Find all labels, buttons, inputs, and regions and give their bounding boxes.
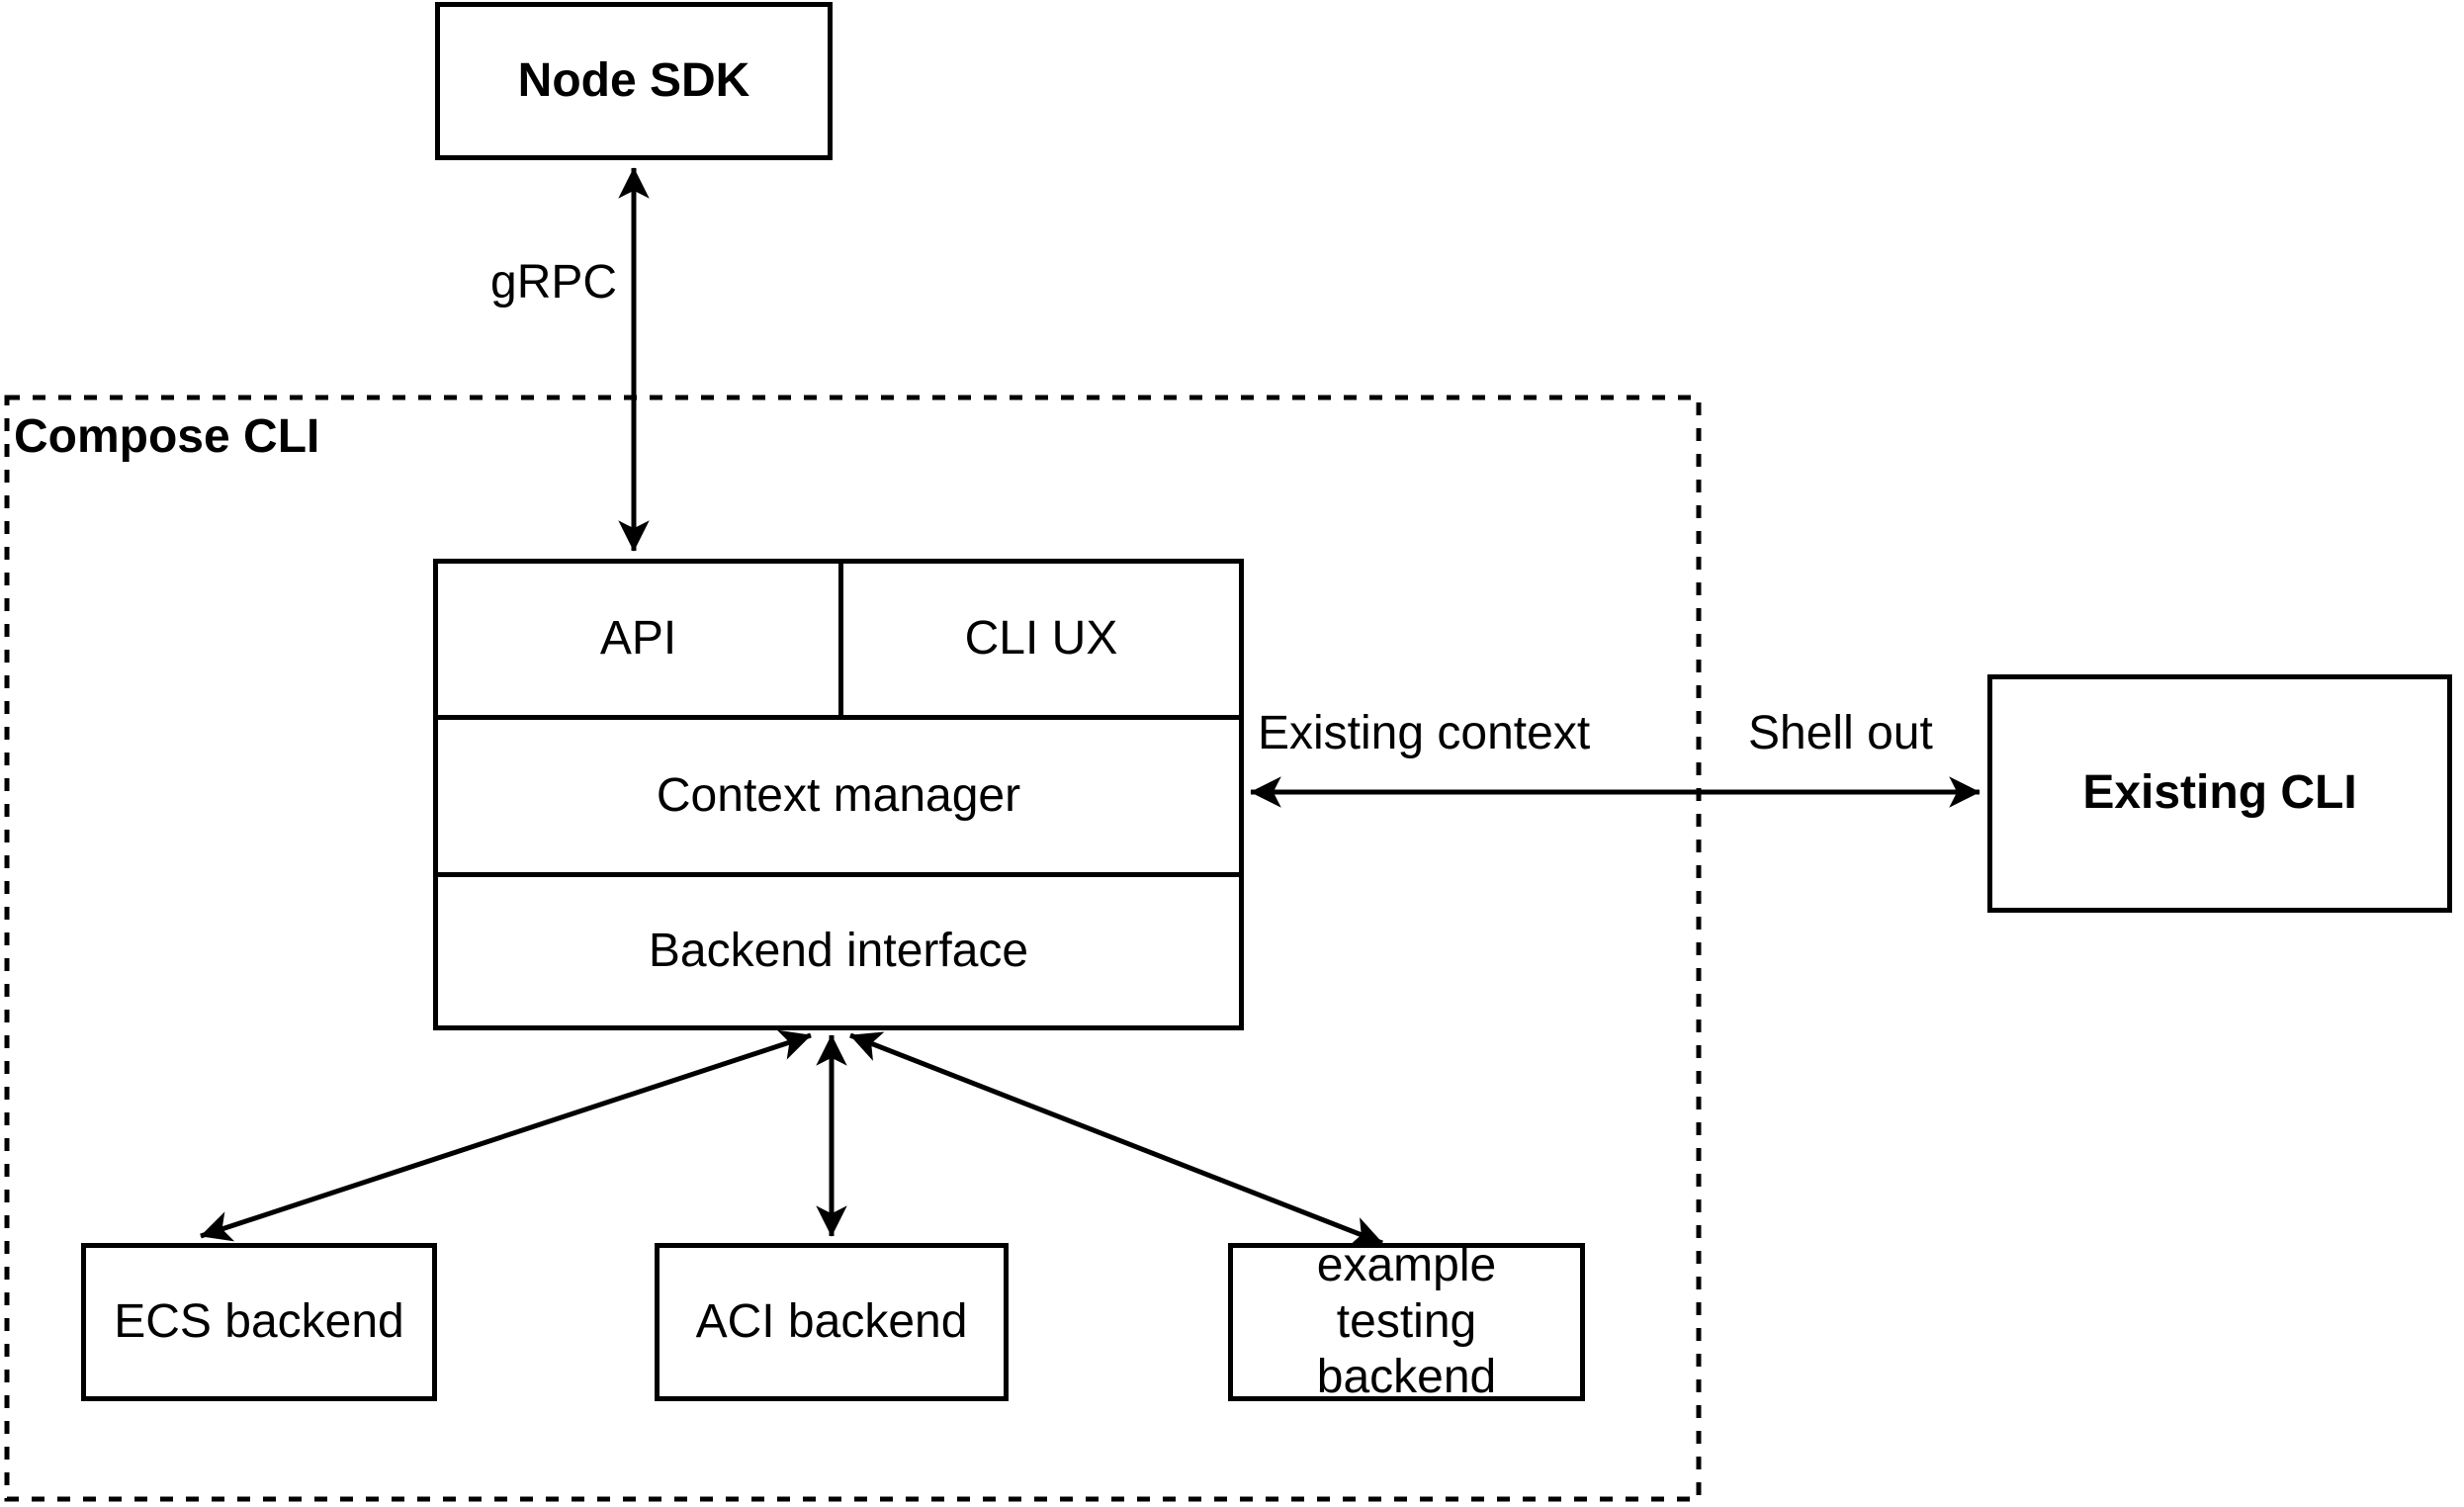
- context-manager-label: Context manager: [656, 768, 1021, 822]
- backend-arrow-ecs: [200, 1029, 812, 1242]
- example-testing-backend-label: example testing backend: [1316, 1239, 1497, 1404]
- existing-cli-box: Existing CLI: [1987, 674, 2452, 913]
- shell-out-label: Shell out: [1744, 706, 1937, 760]
- api-cell: API: [438, 564, 838, 715]
- compose-cli-label: Compose CLI: [14, 410, 320, 463]
- cli-ux-cell: CLI UX: [843, 564, 1239, 715]
- aci-backend-label: ACI backend: [695, 1294, 968, 1348]
- aci-backend-box: ACI backend: [655, 1243, 1009, 1401]
- cli-ux-label: CLI UX: [964, 612, 1118, 665]
- backend-interface-label: Backend interface: [648, 924, 1029, 977]
- backend-interface-cell: Backend interface: [438, 877, 1239, 1025]
- existing-cli-label: Existing CLI: [2082, 766, 2357, 820]
- grpc-label: gRPC: [486, 255, 622, 310]
- example-testing-backend-box: example testing backend: [1228, 1239, 1585, 1403]
- ecs-backend-box: ECS backend: [81, 1243, 437, 1401]
- context-manager-cell: Context manager: [438, 720, 1239, 872]
- existing-context-label: Existing context: [1254, 706, 1595, 760]
- ecs-backend-label: ECS backend: [114, 1294, 404, 1348]
- api-label: API: [599, 612, 677, 665]
- node-sdk-box: Node SDK: [435, 2, 833, 160]
- node-sdk-label: Node SDK: [517, 53, 750, 107]
- compose-cli-core-box: API CLI UX Context manager Backend inter…: [433, 559, 1244, 1030]
- backend-arrow-example-testing: [849, 1031, 1383, 1247]
